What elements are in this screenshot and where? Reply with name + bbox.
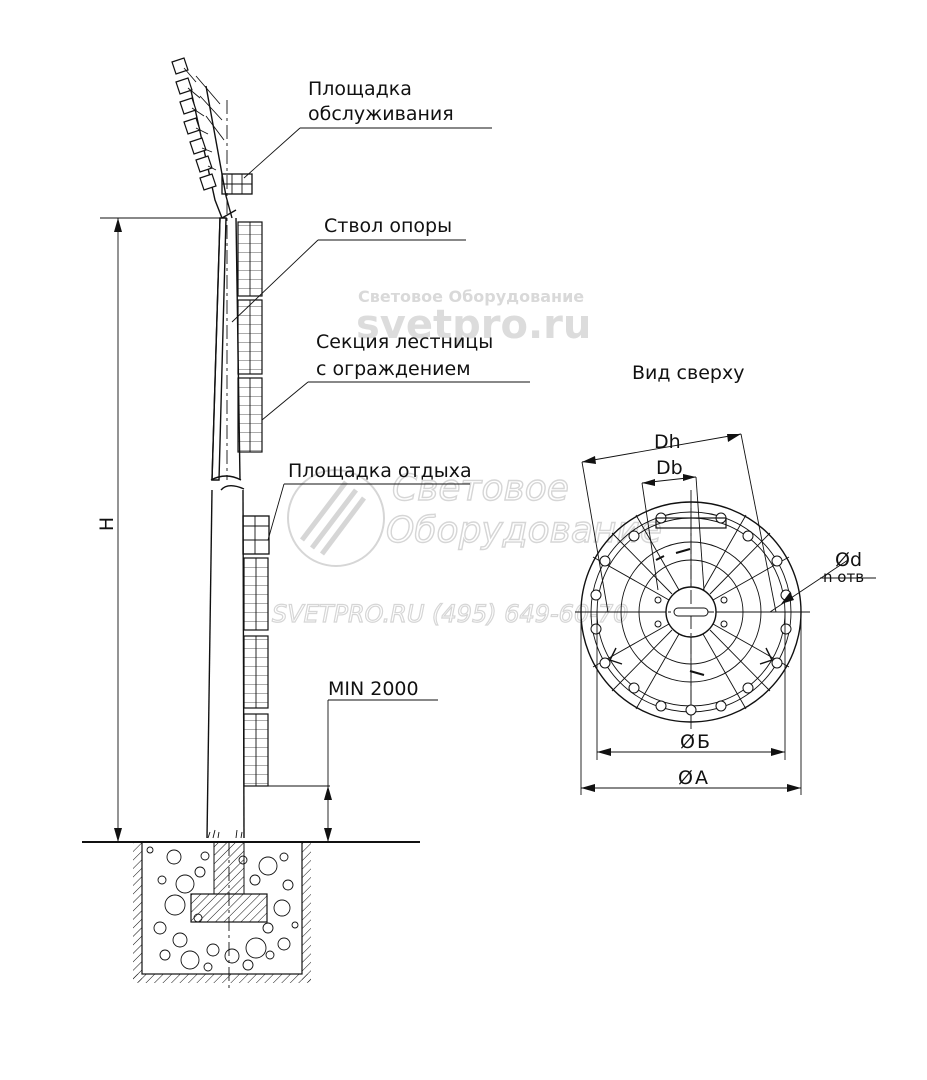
dim-a-diameter-symbol: Ø (678, 767, 693, 789)
min-height-label: MIN 2000 (328, 678, 419, 700)
top-view-title: Вид сверху (632, 362, 744, 384)
dim-a-value: А (695, 767, 708, 789)
dim-db-label: Db (656, 457, 683, 479)
dim-b-value: Б (697, 731, 710, 753)
floodlight-icons (171, 57, 225, 191)
height-dimension: H (96, 217, 222, 842)
watermark: Световое Оборудование svetpro.ru Светово… (271, 287, 662, 629)
ladder-sections (237, 221, 269, 787)
dim-dh-label: Dh (654, 431, 681, 453)
ladder-label-1: Секция лестницы (316, 331, 493, 353)
pole-shaft (206, 100, 245, 839)
dim-a-label: Ø А (678, 767, 708, 789)
height-label: H (96, 517, 118, 531)
watermark-line1: Световое Оборудование (358, 287, 584, 306)
callouts: Площадка обслуживания Ствол опоры Секция… (231, 78, 530, 541)
watermark-line2: svetpro.ru (356, 302, 591, 348)
top-view-dimensions: Dh Db Ø d n отв Ø Б Ø А (580, 431, 876, 795)
service-platform-label-1: Площадка (308, 78, 412, 100)
dim-b-label: Ø Б (680, 731, 710, 753)
watermark-line4: SVETPRO.RU (495) 649-60-70 (272, 600, 628, 628)
dim-b-diameter-symbol: Ø (680, 731, 695, 753)
pole-shaft-label: Ствол опоры (324, 215, 452, 237)
dim-n-holes-label: n отв (823, 568, 864, 586)
service-platform-label-2: обслуживания (308, 103, 454, 125)
watermark-logo-icon (287, 469, 385, 567)
dim-d-diameter-symbol: Ø (835, 549, 850, 571)
foundation-core (190, 841, 268, 990)
dim-d-label: Ø d (835, 549, 862, 571)
foundation-stones (146, 846, 299, 972)
rest-platform-label: Площадка отдыха (288, 460, 472, 482)
ladder-label-2: с ограждением (316, 358, 471, 380)
dim-d-value: d (850, 549, 862, 571)
watermark-line3b: Оборудование (386, 510, 662, 551)
min-height-dimension: MIN 2000 (268, 678, 438, 842)
rest-platform (242, 515, 270, 555)
watermark-line3a: Световое (392, 468, 569, 509)
